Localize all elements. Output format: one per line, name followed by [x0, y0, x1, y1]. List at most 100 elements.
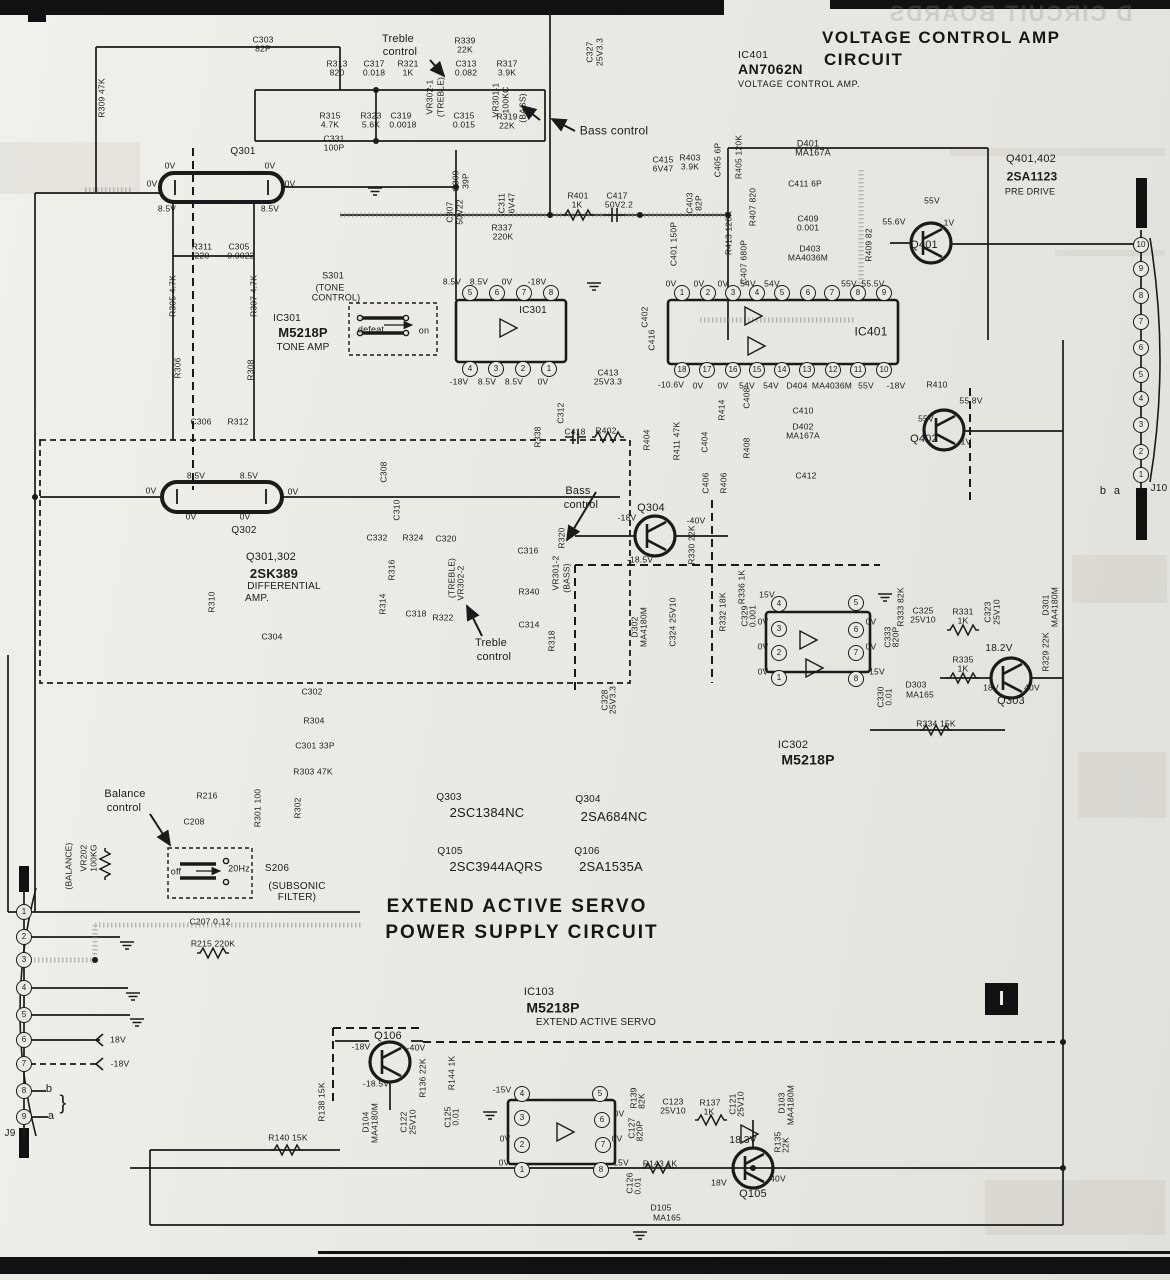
bleed-through-text: D CIRCUIT BOARDS — [887, 1, 1133, 26]
schematic-label: 54V — [739, 380, 755, 391]
schematic-label: R407 820 — [747, 187, 758, 227]
schematic-label: R336 1K — [736, 569, 747, 605]
schematic-label: 2SA684NC — [580, 809, 648, 825]
schematic-label: b — [1099, 485, 1107, 498]
schematic-label: C409 — [797, 213, 819, 224]
schematic-label: C406 — [700, 472, 711, 494]
pin-number: 5 — [1133, 367, 1149, 383]
vca-ic-part: AN7062N — [738, 61, 803, 77]
schematic-label: -18.5V — [626, 554, 654, 565]
pin-number: 6 — [1133, 340, 1149, 356]
schematic-label: R314 — [377, 593, 388, 615]
schematic-label: C313 — [455, 58, 477, 69]
schematic-label: 55.8V — [959, 395, 983, 406]
pin-number: 6 — [800, 285, 816, 301]
schematic-label: VR202 — [78, 844, 89, 872]
schematic-label: D105 — [650, 1202, 672, 1213]
schematic-label: C332 — [366, 532, 388, 543]
schematic-label: R315 — [319, 110, 341, 121]
schematic-label: C408 — [741, 387, 752, 409]
schematic-label: R330 22K — [686, 525, 697, 565]
schematic-label: C310 — [391, 499, 402, 521]
schematic-label: 8.5V — [477, 376, 497, 387]
schematic-label: 0V — [498, 1157, 510, 1168]
schematic-label: C415 — [652, 154, 674, 165]
schematic-label: 8.5V — [157, 203, 177, 214]
schematic-label: R302 — [292, 797, 303, 819]
schematic-label: MA4180M — [1049, 586, 1060, 628]
schematic-label: J10 — [1150, 482, 1168, 494]
schematic-label: MA167A — [795, 147, 831, 158]
pin-number: 10 — [876, 362, 892, 378]
schematic-label: 54V — [740, 278, 756, 289]
pin-number: 6 — [16, 1032, 32, 1048]
dual-fet-symbols — [158, 171, 285, 514]
schematic-label: 0V — [757, 641, 769, 652]
vca-ic-desc: VOLTAGE CONTROL AMP. — [738, 79, 861, 89]
schematic-label: R307 4.7K — [248, 275, 259, 317]
schematic-label: 0V — [692, 380, 704, 391]
schematic-label: 8.5V — [442, 276, 462, 287]
schematic-label: 18V — [711, 1177, 727, 1188]
schematic-label: 55V — [841, 278, 857, 289]
schematic-label: (TREBLE) — [435, 76, 446, 118]
pin-number: 3 — [1133, 417, 1149, 433]
pin-number: 5 — [592, 1086, 608, 1102]
schematic-label: D403 — [799, 243, 821, 254]
schematic-label: D404 — [786, 380, 808, 391]
schematic-label: 2SA1123 — [1006, 169, 1058, 184]
schematic-label: IC302 — [777, 739, 809, 752]
schematic-label: (BASS) — [561, 563, 572, 593]
schematic-label: Q301 — [230, 145, 256, 157]
pin-number: 7 — [516, 285, 532, 301]
schematic-label: 6V47 — [652, 163, 674, 174]
schematic-label: C331 — [323, 133, 345, 144]
pin-number: 3 — [488, 361, 504, 377]
schematic-label: C208 — [183, 816, 205, 827]
pin-number: 7 — [595, 1137, 611, 1153]
schematic-label: 0.082 — [454, 67, 478, 78]
schematic-label: C324 25V10 — [667, 597, 678, 647]
schematic-label: 15V — [613, 1157, 629, 1168]
schematic-label: D401 — [796, 138, 820, 149]
schematic-label: control — [563, 499, 599, 512]
pin-number: 5 — [16, 1007, 32, 1023]
schematic-label: 100P — [323, 142, 345, 153]
schematic-label: 25V10 — [660, 1105, 686, 1116]
schematic-label: C418 — [564, 426, 586, 437]
schematic-label: Q304 — [637, 502, 665, 515]
schematic-label: 25V3.3 — [594, 37, 605, 67]
schematic-label: R414 — [716, 399, 727, 421]
schematic-label: 1K — [703, 1106, 715, 1117]
schematic-label: R143 1K — [642, 1158, 678, 1169]
schematic-label: C416 — [646, 329, 657, 351]
schematic-label: Q402 — [910, 433, 938, 446]
schematic-label: a — [1113, 485, 1121, 498]
schematic-label: R404 — [641, 429, 652, 451]
schematic-label: VR302-2 — [455, 565, 466, 601]
schematic-label: 2SA1535A — [579, 859, 643, 875]
schematic-label: R339 — [454, 35, 476, 46]
schematic-label: R137 — [699, 1097, 721, 1108]
schematic-label: 820P — [634, 1120, 645, 1142]
schematic-label: R304 — [303, 715, 325, 726]
pin-number: 8 — [1133, 288, 1149, 304]
schematic-label: Balance — [104, 788, 146, 801]
schematic-label: 18V — [983, 682, 999, 693]
schematic-label: 8.5V — [260, 203, 280, 214]
schematic-label: MA4180M — [785, 1084, 796, 1126]
schematic-label: R317 — [496, 58, 518, 69]
schematic-label: C303 — [252, 34, 274, 45]
schematic-label: R321 — [397, 58, 419, 69]
schematic-label: 22K — [499, 120, 515, 131]
schematic-label: R410 — [926, 379, 948, 390]
schematic-label: R403 — [679, 152, 701, 163]
schematic-label: C306 — [190, 416, 212, 427]
schematic-label: 8.5V — [186, 470, 206, 481]
schematic-label: MA4180M — [638, 606, 649, 648]
schematic-label: 39P — [460, 173, 471, 189]
schematic-label: 1V — [960, 436, 972, 447]
pin-number: 1 — [16, 904, 32, 920]
schematic-label: 82K — [636, 1093, 647, 1109]
schematic-label: R340 — [518, 586, 540, 597]
